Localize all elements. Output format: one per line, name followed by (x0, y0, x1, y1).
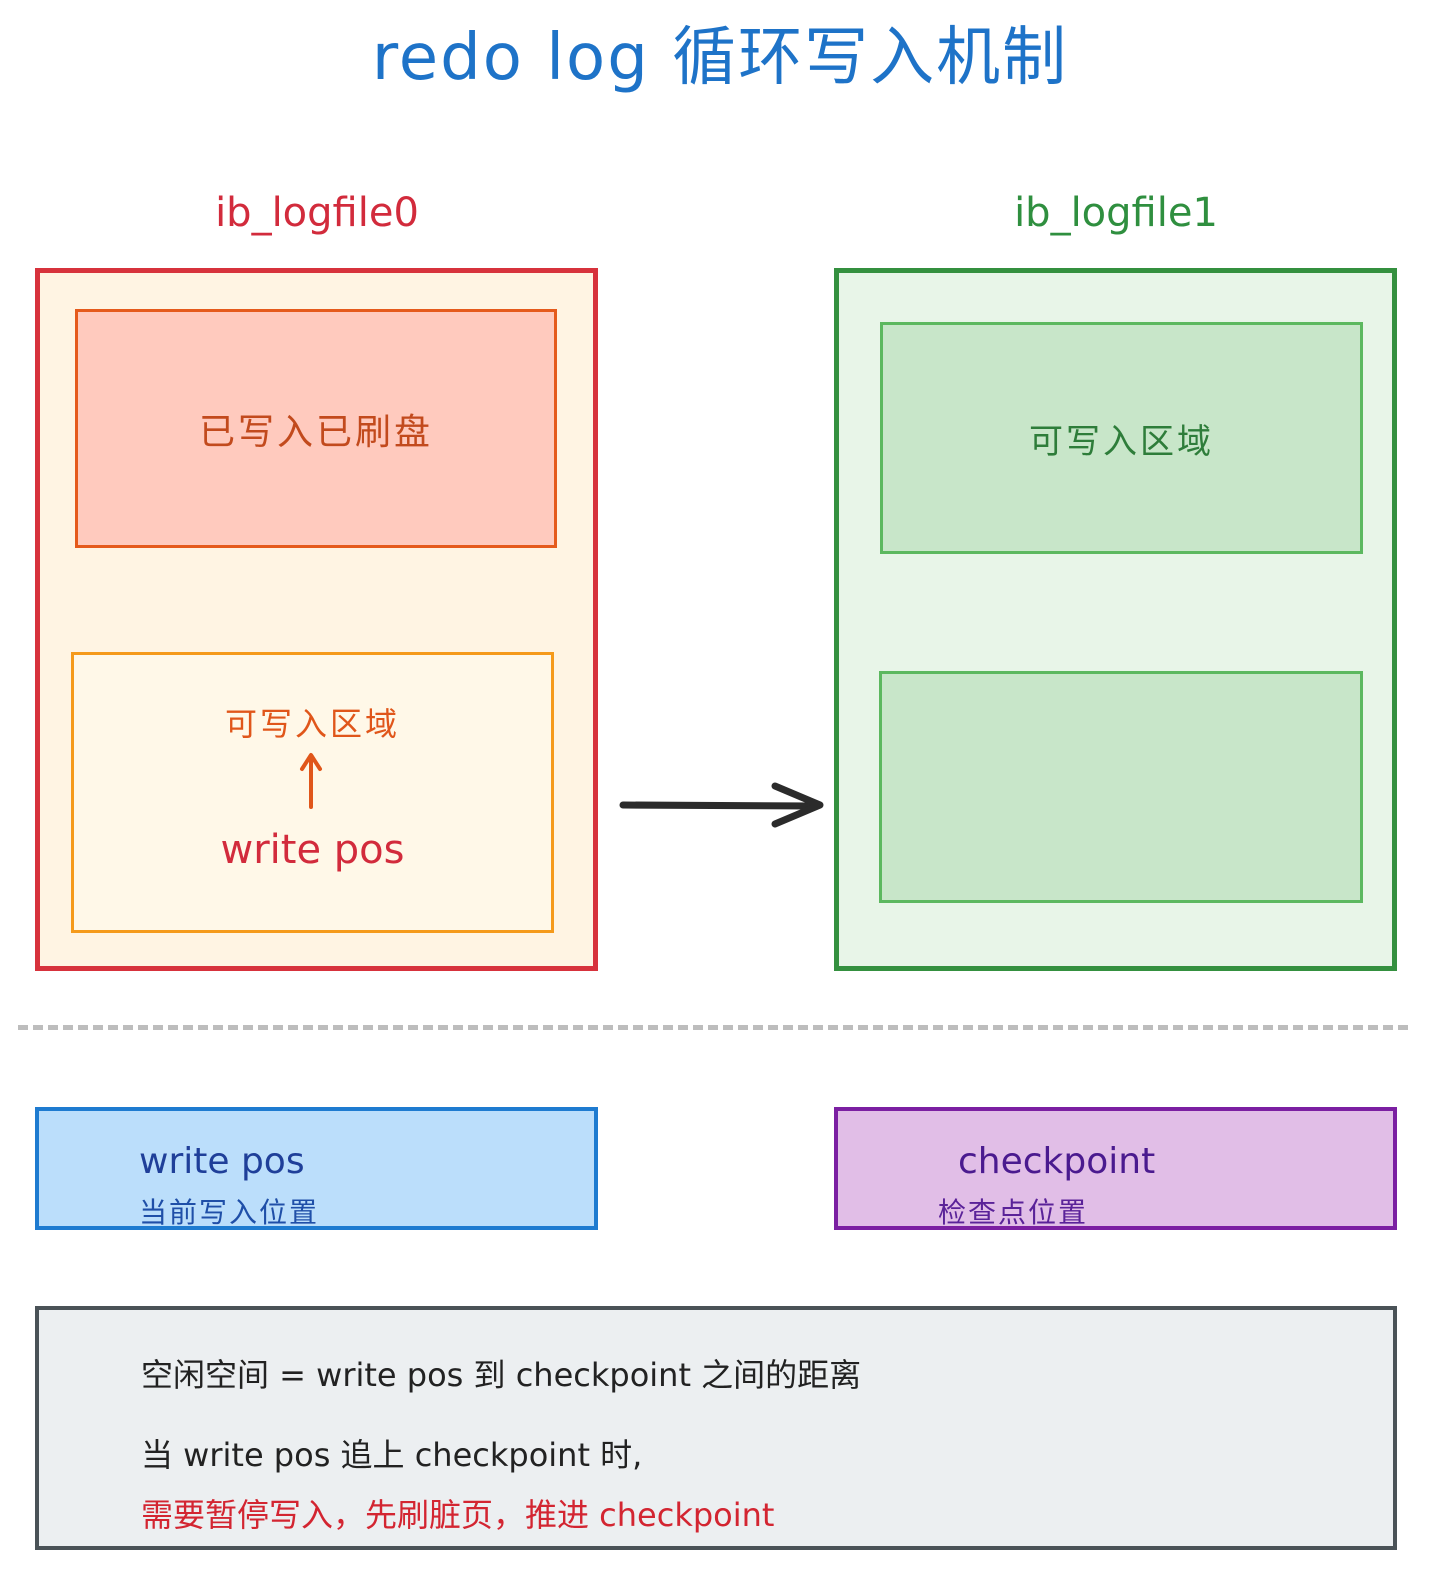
logfile0-writable-label: 可写入区域 (224, 705, 400, 743)
explanation-note: 空闲空间 = write pos 到 checkpoint 之间的距离 当 wr… (35, 1306, 1397, 1550)
write-pos-marker: write pos (220, 827, 405, 873)
up-arrow-icon (300, 753, 322, 809)
legend-write-pos-desc: 当前写入位置 (139, 1196, 320, 1229)
note-line-free-space: 空闲空间 = write pos 到 checkpoint 之间的距离 (141, 1356, 862, 1394)
legend-write-pos: write pos 当前写入位置 (35, 1107, 598, 1230)
diagram-title: redo log 循环写入机制 (371, 21, 1069, 95)
legend-write-pos-title: write pos (139, 1141, 305, 1182)
logfile1-writable-label: 可写入区域 (1029, 421, 1214, 462)
note-line-catch-up: 当 write pos 追上 checkpoint 时, (141, 1436, 643, 1474)
logfile1-writable-region: 可写入区域 (880, 322, 1363, 554)
flushed-region-label: 已写入已刷盘 (198, 411, 433, 453)
logfile0-label: ib_logfile0 (215, 190, 419, 236)
legend-checkpoint-title: checkpoint (958, 1141, 1156, 1182)
legend-checkpoint: checkpoint 检查点位置 (834, 1107, 1397, 1230)
legend-checkpoint-desc: 检查点位置 (938, 1196, 1089, 1229)
logfile0-writable-region: 可写入区域 write pos (71, 652, 554, 933)
flushed-region: 已写入已刷盘 (75, 309, 557, 548)
logfile1-label: ib_logfile1 (1014, 190, 1218, 236)
right-arrow-icon (619, 782, 824, 828)
section-divider (18, 1025, 1408, 1030)
note-line-action: 需要暂停写入，先刷脏页，推进 checkpoint (141, 1496, 775, 1534)
logfile1-empty-region (879, 671, 1363, 903)
